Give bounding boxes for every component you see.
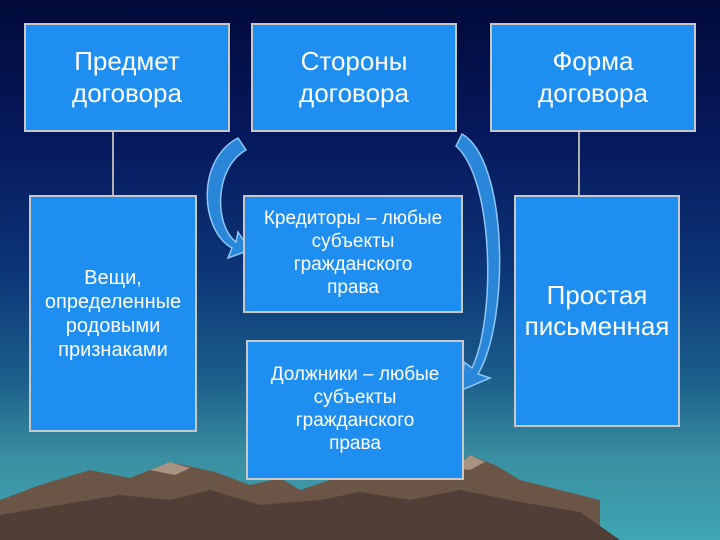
creditors-box: Кредиторы – любые субъекты гражданского … [243, 195, 463, 313]
form-header-label: Форма договора [538, 46, 648, 108]
parties-header-box: Стороны договора [251, 23, 457, 132]
creditors-label: Кредиторы – любые субъекты гражданского … [263, 208, 443, 298]
debtors-box: Должники – любые субъекты гражданского п… [246, 340, 464, 480]
form-header-box: Форма договора [490, 23, 696, 132]
subject-detail-label: Вещи, определенные родовыми признаками [44, 266, 182, 361]
subject-header-box: Предмет договора [24, 23, 230, 132]
parties-header-label: Стороны договора [299, 46, 409, 108]
form-detail-label: Простая письменная [524, 279, 670, 341]
form-detail-box: Простая письменная [514, 195, 680, 427]
subject-header-label: Предмет договора [72, 46, 182, 108]
subject-detail-box: Вещи, определенные родовыми признаками [29, 195, 197, 432]
debtors-label: Должники – любые субъекты гражданского п… [270, 364, 440, 454]
